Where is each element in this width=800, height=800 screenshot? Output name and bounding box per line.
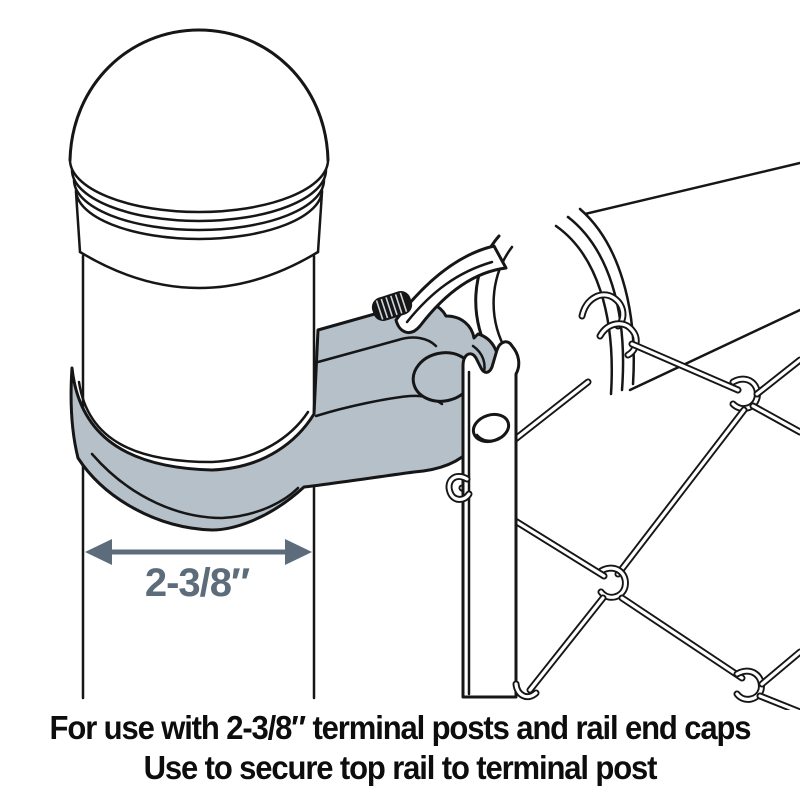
- dimension-arrowhead-right: [285, 539, 312, 565]
- tie-wire-2-fill: [598, 322, 638, 357]
- dimension-label: 2-3/8″: [145, 561, 250, 605]
- band-inner-bottom-line: [90, 452, 300, 520]
- cap-skirt-right: [316, 190, 324, 254]
- cap-ring-2: [70, 168, 328, 223]
- mesh-wire-e-fill: [528, 596, 605, 692]
- cap-dome: [68, 28, 330, 162]
- mesh-wire-a-fill: [630, 342, 740, 392]
- front-wire-hooks: [445, 473, 540, 701]
- tension-bar-body: [461, 340, 521, 699]
- fence-fitting-diagram: 2-3/8″: [68, 28, 800, 710]
- post-cap: [68, 28, 330, 290]
- cup-neck-inner-line: [405, 260, 494, 324]
- mesh-knuckle-2-fill: [599, 566, 627, 599]
- band-upper-strap-edge: [316, 336, 438, 364]
- mesh-wire-c-fill: [620, 596, 744, 680]
- mesh-wire-a2-fill: [755, 358, 800, 396]
- cup-neck: [394, 244, 508, 335]
- tension-bar: [461, 340, 521, 699]
- cup-collar-arc-3: [578, 207, 635, 386]
- caption-line-2: Use to secure top rail to terminal post: [143, 749, 658, 786]
- cup-collar-fill: [556, 209, 634, 394]
- cap-ring-4: [74, 188, 324, 241]
- caption-line-1: For use with 2-3/8″ terminal posts and r…: [49, 709, 752, 746]
- tie-wire-1-fill: [580, 293, 625, 328]
- band-inner-top-line: [77, 380, 310, 464]
- cap-ring-1: [68, 158, 330, 214]
- cup-collar-arc-1: [554, 224, 613, 396]
- bolt: [371, 291, 413, 321]
- bolt-threads: [375, 292, 408, 320]
- cap-ring-3: [72, 178, 326, 232]
- cup-mouth-inner: [492, 245, 514, 354]
- cup-collar-arc-2: [566, 215, 625, 392]
- mesh-wire-a3-fill: [751, 404, 800, 434]
- mesh-knuckle-1-fill: [731, 377, 759, 411]
- cap-skirt-left: [74, 190, 82, 254]
- rail-top-edge: [566, 161, 800, 220]
- dimension-annotation: 2-3/8″: [85, 539, 312, 605]
- dimension-arrowhead-left: [85, 539, 112, 565]
- caption-block: For use with 2-3/8″ terminal posts and r…: [24, 708, 776, 788]
- mesh-wire-c3-fill: [758, 694, 800, 710]
- bar-bottom-curl-fill: [514, 682, 538, 699]
- cap-bottom-rim: [78, 250, 320, 290]
- mesh-knuckle-3-fill: [735, 669, 763, 701]
- mesh-wire-c2-fill: [760, 650, 800, 686]
- mesh-wire-b-fill: [616, 408, 746, 576]
- rail-bottom-edge: [628, 308, 800, 392]
- bar-knuckle-hook-fill: [447, 474, 471, 501]
- tension-bar-hole-shadow: [475, 433, 501, 443]
